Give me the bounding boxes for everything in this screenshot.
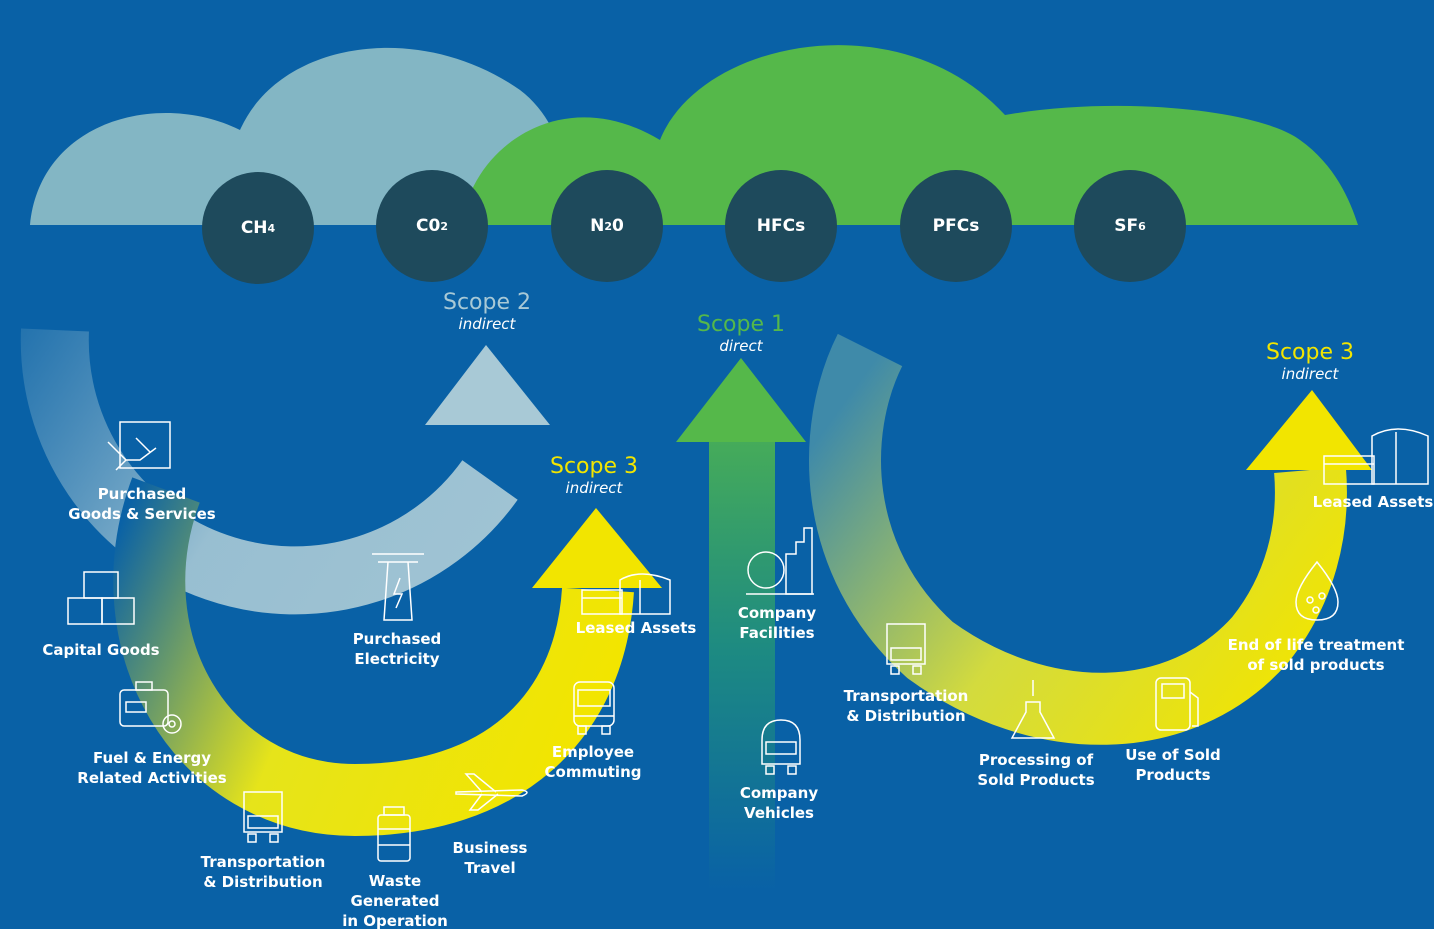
scope3-downstream-arrow (809, 333, 1372, 745)
scope3-upstream-name: Scope 3 (549, 454, 638, 479)
company-vehicles-label: Company Vehicles (739, 784, 819, 822)
truck-icon (758, 718, 804, 776)
factory-icon (742, 524, 816, 598)
scope3-downstream-name: Scope 3 (1265, 340, 1354, 365)
purchased-goods-label: Purchased Goods & Services (68, 485, 216, 523)
boxes-icon (66, 570, 136, 626)
leased-assets-downstream-label: Leased Assets (1312, 493, 1434, 511)
business-travel-label: Business Travel (452, 839, 528, 877)
scope3-downstream-kind: indirect (1281, 365, 1339, 383)
scope1-title: Scope 1 direct (661, 312, 821, 356)
fuel-pump-icon (1152, 674, 1206, 734)
bus-icon (570, 680, 618, 736)
scope2-title: Scope 2 indirect (407, 290, 567, 334)
gas-pfcs: PFCs (900, 170, 1012, 282)
storage-tank-icon (1322, 422, 1432, 486)
scope2-kind: indirect (458, 315, 516, 333)
scope3-downstream-title: Scope 3 indirect (1230, 340, 1390, 384)
scope3-upstream-title: Scope 3 indirect (514, 454, 674, 498)
employee-commuting-label: Employee Commuting (544, 743, 642, 781)
scope2-arrow (20, 328, 550, 615)
scope3-upstream-kind: indirect (565, 479, 623, 497)
truck-icon (883, 622, 929, 678)
waste-label: Waste Generated in Operation (342, 872, 448, 929)
scope3-upstream-arrow (113, 477, 662, 837)
purchased-electricity-label: Purchased Electricity (352, 630, 442, 668)
handshake-box-icon (106, 420, 174, 472)
recycle-drop-icon (1290, 558, 1344, 624)
scope1-arrow (676, 358, 806, 890)
generator-icon (116, 680, 184, 736)
scope1-name: Scope 1 (696, 312, 785, 337)
flask-icon (1010, 678, 1056, 742)
scope2-name: Scope 2 (442, 290, 531, 315)
leased-assets-upstream-label: Leased Assets (575, 619, 697, 637)
company-facilities-label: Company Facilities (737, 604, 817, 642)
gas-hfcs: HFCs (725, 170, 837, 282)
storage-tank-icon (580, 566, 674, 616)
truck-icon (240, 790, 286, 844)
airplane-icon (452, 772, 534, 812)
end-of-life-label: End of life treatment of sold products (1227, 636, 1405, 674)
capital-goods-label: Capital Goods (42, 641, 160, 659)
processing-sold-label: Processing of Sold Products (977, 751, 1095, 789)
transport-upstream-label: Transportation & Distribution (200, 853, 326, 891)
power-pylon-icon (370, 548, 426, 622)
use-sold-label: Use of Sold Products (1125, 746, 1221, 784)
scope1-kind: direct (719, 337, 763, 355)
transport-downstream-label: Transportation & Distribution (843, 687, 969, 725)
fuel-energy-label: Fuel & Energy Related Activities (77, 749, 227, 787)
waste-bin-icon (374, 805, 414, 863)
